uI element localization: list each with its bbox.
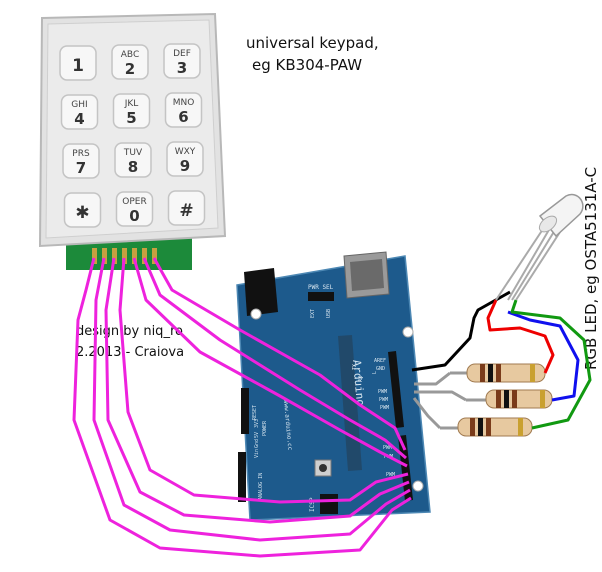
pwm-label: PWM	[383, 445, 392, 451]
microcontroller-chip	[338, 335, 362, 471]
keypad-wire-5	[132, 257, 408, 468]
l-led-label: L	[372, 371, 378, 374]
pwm-label: PWM	[380, 405, 389, 411]
key-digit: 8	[128, 158, 138, 176]
reset-label: RESET	[252, 405, 258, 420]
keypad-wire-4	[118, 257, 409, 504]
keypad-title-line2: eg KB304-PAW	[252, 56, 362, 74]
key-digit: 1	[72, 56, 84, 76]
keypad-wire-1	[72, 257, 412, 558]
wire-blue	[507, 310, 580, 402]
mount-hole	[412, 480, 424, 492]
key-digit: 3	[177, 59, 187, 77]
rgb-led	[538, 193, 584, 238]
key-letters: TUV	[123, 148, 143, 158]
key-letters: MNO	[173, 98, 195, 108]
wire-gray-1	[414, 371, 451, 386]
usb-label: USB	[326, 309, 332, 318]
v3-label: 3V3	[254, 419, 260, 428]
key-letters: JKL	[124, 99, 139, 109]
keypad-wire-3	[104, 257, 410, 524]
key-letters: DEF	[173, 49, 191, 59]
pwm-label: PWM	[386, 472, 395, 478]
v5-label: 5V	[254, 432, 260, 438]
vin-label: Vin	[254, 449, 260, 458]
gnd-power-label: Gnd	[254, 439, 260, 448]
keypad-wires	[72, 257, 412, 558]
wire-red	[486, 299, 555, 374]
gnd-label: GND	[376, 366, 385, 372]
ext-label: EXT	[310, 309, 316, 318]
key-1: 1	[59, 45, 97, 81]
keypad-wire-6	[142, 257, 407, 460]
keypad-pins	[92, 248, 157, 264]
key-letters: PRS	[72, 149, 90, 159]
power-header	[241, 388, 249, 434]
led-wires	[411, 225, 592, 430]
key-digit: 4	[74, 110, 84, 128]
design-credit-line2: 2.2013 - Craiova	[76, 345, 184, 360]
arduino-brand: Arduino	[350, 359, 367, 406]
key-hash: #	[167, 190, 206, 226]
key-digit: 6	[178, 108, 188, 126]
power-label: POWER	[262, 420, 268, 436]
rx-label: RX	[358, 376, 364, 382]
pwm-label: PWM	[379, 397, 388, 403]
mount-hole	[402, 326, 414, 338]
key-letters: WXY	[175, 147, 196, 157]
key-digit: #	[179, 201, 193, 221]
key-letters: OPER	[122, 197, 146, 207]
keypad-wire-7	[152, 257, 407, 451]
mount-hole	[250, 308, 262, 320]
wire-gray-3	[412, 397, 442, 430]
key-digit: 2	[125, 60, 135, 78]
key-letters: ABC	[121, 50, 139, 60]
key-star: ✱	[63, 192, 102, 228]
pwr-sel-jumper	[308, 292, 334, 301]
key-digit: 0	[129, 207, 139, 225]
resistor-bottom	[440, 417, 533, 437]
analog-header	[238, 452, 246, 502]
arduino-website: www.arduino.cc	[282, 400, 293, 451]
resistor-middle	[466, 389, 553, 409]
key-digit: 9	[180, 157, 190, 175]
design-credit-line1: design by niq_ro	[76, 324, 183, 339]
aref-label: AREF	[374, 358, 386, 364]
icsp-header	[320, 494, 338, 514]
wire-gray-2	[414, 390, 467, 402]
digital-header	[388, 351, 413, 501]
key-digit: 5	[126, 109, 136, 127]
power-jack	[244, 268, 278, 316]
wire-gnd-black	[411, 290, 511, 372]
pwr-sel-label: PWR SEL	[308, 284, 334, 291]
icsp-label: ICSP	[309, 497, 316, 512]
key-letters: GHI	[71, 100, 87, 110]
analog-in-label: ANALOG IN	[258, 473, 264, 500]
key-digit: 7	[76, 159, 86, 177]
tx-label: TX	[352, 364, 358, 370]
keypad-title-line1: universal keypad,	[246, 34, 379, 52]
led-label: RGB LED, eg OSTA5131A-C	[582, 167, 600, 370]
resistor-top	[450, 363, 546, 383]
keypad-wire-2	[92, 257, 411, 542]
wire-green	[510, 299, 592, 430]
key-digit: ✱	[75, 203, 89, 223]
pwm-label: PWM	[378, 389, 387, 395]
